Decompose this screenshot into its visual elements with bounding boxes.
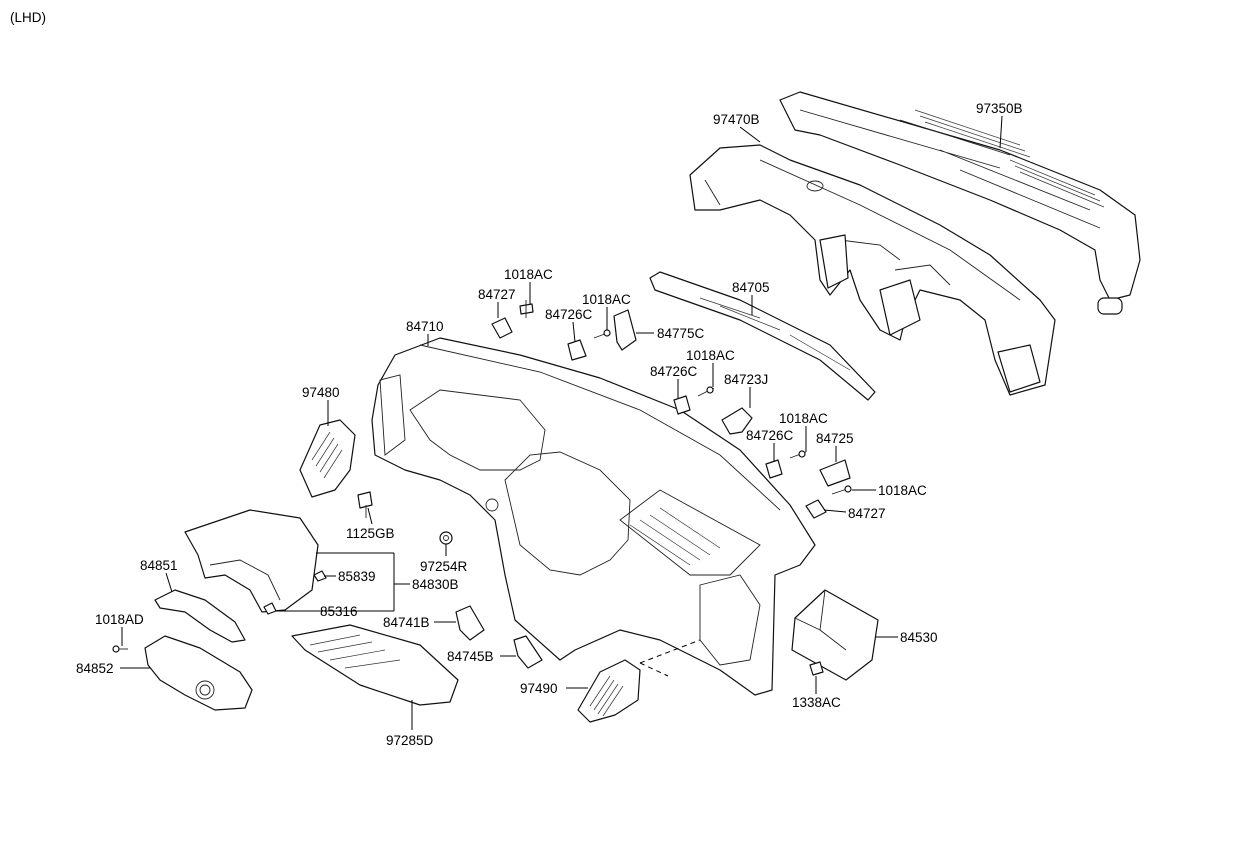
part-label: 84726C: [545, 307, 593, 322]
nut-1338AC: [809, 661, 824, 676]
part-label: 1125GB: [346, 526, 395, 541]
part-label: 1018AC: [504, 267, 553, 282]
bracket-84727-right: [805, 499, 827, 519]
part-label: 84745B: [447, 649, 494, 664]
part-label: 97350B: [976, 101, 1023, 116]
part-label: 84710: [406, 319, 444, 334]
clip-85839: [313, 570, 327, 582]
clip-97254R: [439, 531, 453, 545]
part-label: 1018AC: [779, 411, 828, 426]
part-label: 85839: [338, 569, 376, 584]
part-label: 97480: [302, 385, 340, 400]
bolt-1018AC-d: [789, 450, 807, 459]
part-label: 97254R: [420, 559, 468, 574]
bracket-84727-left: [491, 317, 513, 339]
part-label: 84725: [816, 431, 854, 446]
part-label: 84775C: [657, 326, 705, 341]
part-label: 97490: [520, 681, 558, 696]
bolt-1125GB: [357, 491, 373, 518]
part-label: 84530: [900, 630, 938, 645]
part-label: 84726C: [746, 428, 794, 443]
part-label: 97285D: [386, 733, 434, 748]
part-label: 1018AD: [95, 612, 144, 627]
part-label: 84727: [478, 287, 516, 302]
bolt-1018AC-c: [697, 386, 715, 397]
bolt-1018AC-e: [831, 485, 852, 495]
part-label: 97470B: [713, 112, 760, 127]
variant-label: (LHD): [10, 10, 46, 25]
crash-pad-main-84710: [371, 337, 816, 696]
screw-1018AD: [112, 645, 128, 653]
part-label: 84723J: [724, 372, 768, 387]
part-label: 84741B: [383, 615, 430, 630]
bracket-84726C-c: [765, 459, 783, 479]
cover-84851: [154, 589, 246, 643]
lower-tray-97285D: [291, 624, 459, 706]
bracket-84723J: [721, 407, 753, 435]
bracket-84745B: [513, 635, 543, 669]
side-vent-97490: [577, 659, 641, 723]
dashed-guide: [639, 639, 701, 677]
part-label: 1018AC: [878, 483, 927, 498]
lower-cover-84852: [144, 635, 253, 711]
part-label: 1018AC: [686, 348, 735, 363]
part-label: 84726C: [650, 364, 698, 379]
part-label: 85316: [320, 604, 358, 619]
part-label: 1018AC: [582, 292, 631, 307]
part-label: 1338AC: [792, 695, 841, 710]
bolt-1018AC-a: [519, 300, 534, 318]
air-duct-97350B: [779, 91, 1141, 315]
part-label: 84705: [732, 280, 770, 295]
part-label: 84852: [76, 661, 114, 676]
part-label: 84830B: [412, 577, 459, 592]
side-vent-97480: [299, 419, 356, 498]
leader-lines: [120, 115, 1003, 730]
bracket-84726C-a: [567, 339, 587, 361]
airbag-module-84530: [791, 589, 879, 681]
crash-pad-strip-84705: [649, 271, 876, 401]
part-label: 84851: [140, 558, 178, 573]
bracket-84725: [819, 459, 851, 487]
bracket-84741B: [455, 605, 485, 641]
air-duct-97470B: [689, 144, 1056, 396]
bracket-84726C-b: [673, 395, 691, 415]
bolt-1018AC-b: [593, 329, 611, 339]
part-label: 84727: [848, 506, 886, 521]
bracket-84775C: [613, 309, 637, 351]
cluster-hood-84830B: [184, 509, 319, 613]
